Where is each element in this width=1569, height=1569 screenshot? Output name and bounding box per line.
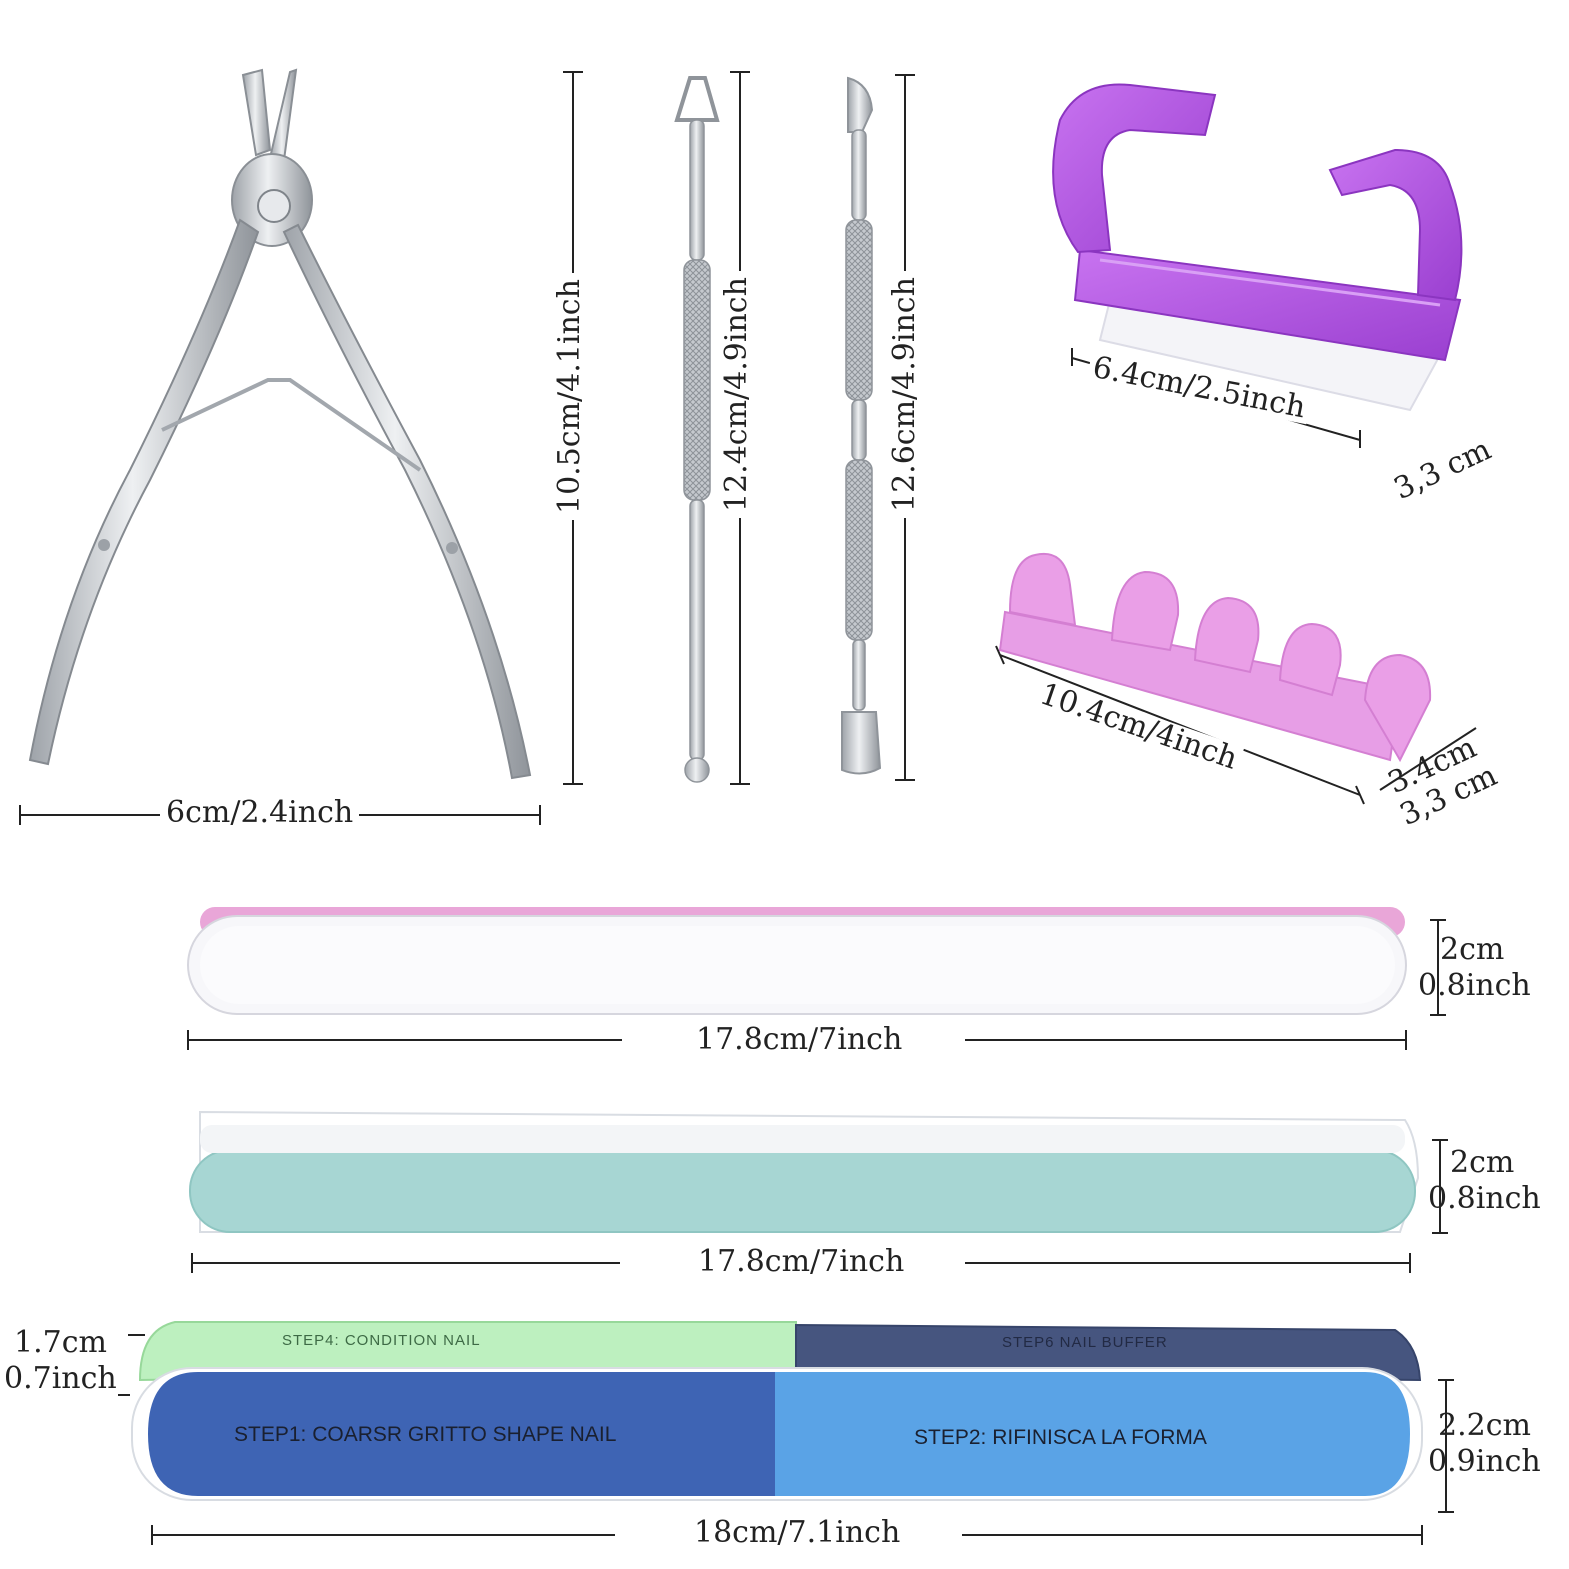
- file2-width-in: 0.8inch: [1428, 1181, 1541, 1216]
- nail-file-teal-icon: [189, 1110, 1420, 1233]
- block-thickness-cm: 1.7cm: [14, 1325, 107, 1360]
- nipper-width-label: 6cm/2.4inch: [160, 798, 360, 828]
- toe-separator-icon: [998, 552, 1432, 763]
- nipper-length-label: 10.5cm/4.1inch: [552, 273, 587, 520]
- nail-brush-icon: [1052, 83, 1463, 412]
- separator-height-dimension-line: [1379, 727, 1477, 791]
- file1-width-in: 0.8inch: [1418, 968, 1531, 1003]
- triangle-pusher-icon: [674, 76, 720, 783]
- block-step1-text: STEP1: COARSR GRITTO SHAPE NAIL: [234, 1423, 617, 1446]
- file2-length-dimension-line: [191, 1253, 1411, 1273]
- file1-width-dimension-line: [1430, 919, 1446, 1016]
- block-step2-text: STEP2: RIFINISCA LA FORMA: [914, 1426, 1207, 1449]
- spoon-pusher-icon: [841, 76, 882, 775]
- block-width-cm: 2.2cm: [1438, 1408, 1531, 1443]
- buffer-block-icon: [131, 1321, 1423, 1501]
- file1-width-label: 2cm 0.8inch: [1418, 932, 1531, 1004]
- file1-length-label: 17.8cm/7inch: [690, 1025, 909, 1055]
- file2-length-label: 17.8cm/7inch: [692, 1247, 911, 1277]
- block-width-label: 2.2cm 0.9inch: [1428, 1408, 1541, 1480]
- triangle-pusher-length-label: 12.4cm/4.9inch: [719, 271, 754, 518]
- block-thickness-dimension-line: [118, 1334, 145, 1396]
- file2-width-label: 2cm 0.8inch: [1428, 1145, 1541, 1217]
- block-length-dimension-line: [151, 1525, 1423, 1545]
- block-width-in: 0.9inch: [1428, 1444, 1541, 1479]
- block-thickness-label: 1.7cm 0.7inch: [4, 1325, 117, 1397]
- block-step6-text: STEP6 NAIL BUFFER: [1002, 1334, 1168, 1351]
- block-step4-text: STEP4: CONDITION NAIL: [282, 1332, 481, 1349]
- nail-file-pink-icon: [187, 907, 1407, 1015]
- file1-width-cm: 2cm: [1440, 932, 1505, 967]
- file2-width-cm: 2cm: [1450, 1145, 1515, 1180]
- cuticle-nipper-icon: [28, 68, 532, 780]
- spoon-pusher-length-label: 12.6cm/4.9inch: [887, 271, 922, 518]
- block-thickness-in: 0.7inch: [4, 1361, 117, 1396]
- block-length-label: 18cm/7.1inch: [688, 1518, 907, 1548]
- file2-width-dimension-line: [1432, 1139, 1448, 1234]
- block-width-dimension-line: [1438, 1379, 1454, 1513]
- file1-length-dimension-line: [187, 1030, 1407, 1050]
